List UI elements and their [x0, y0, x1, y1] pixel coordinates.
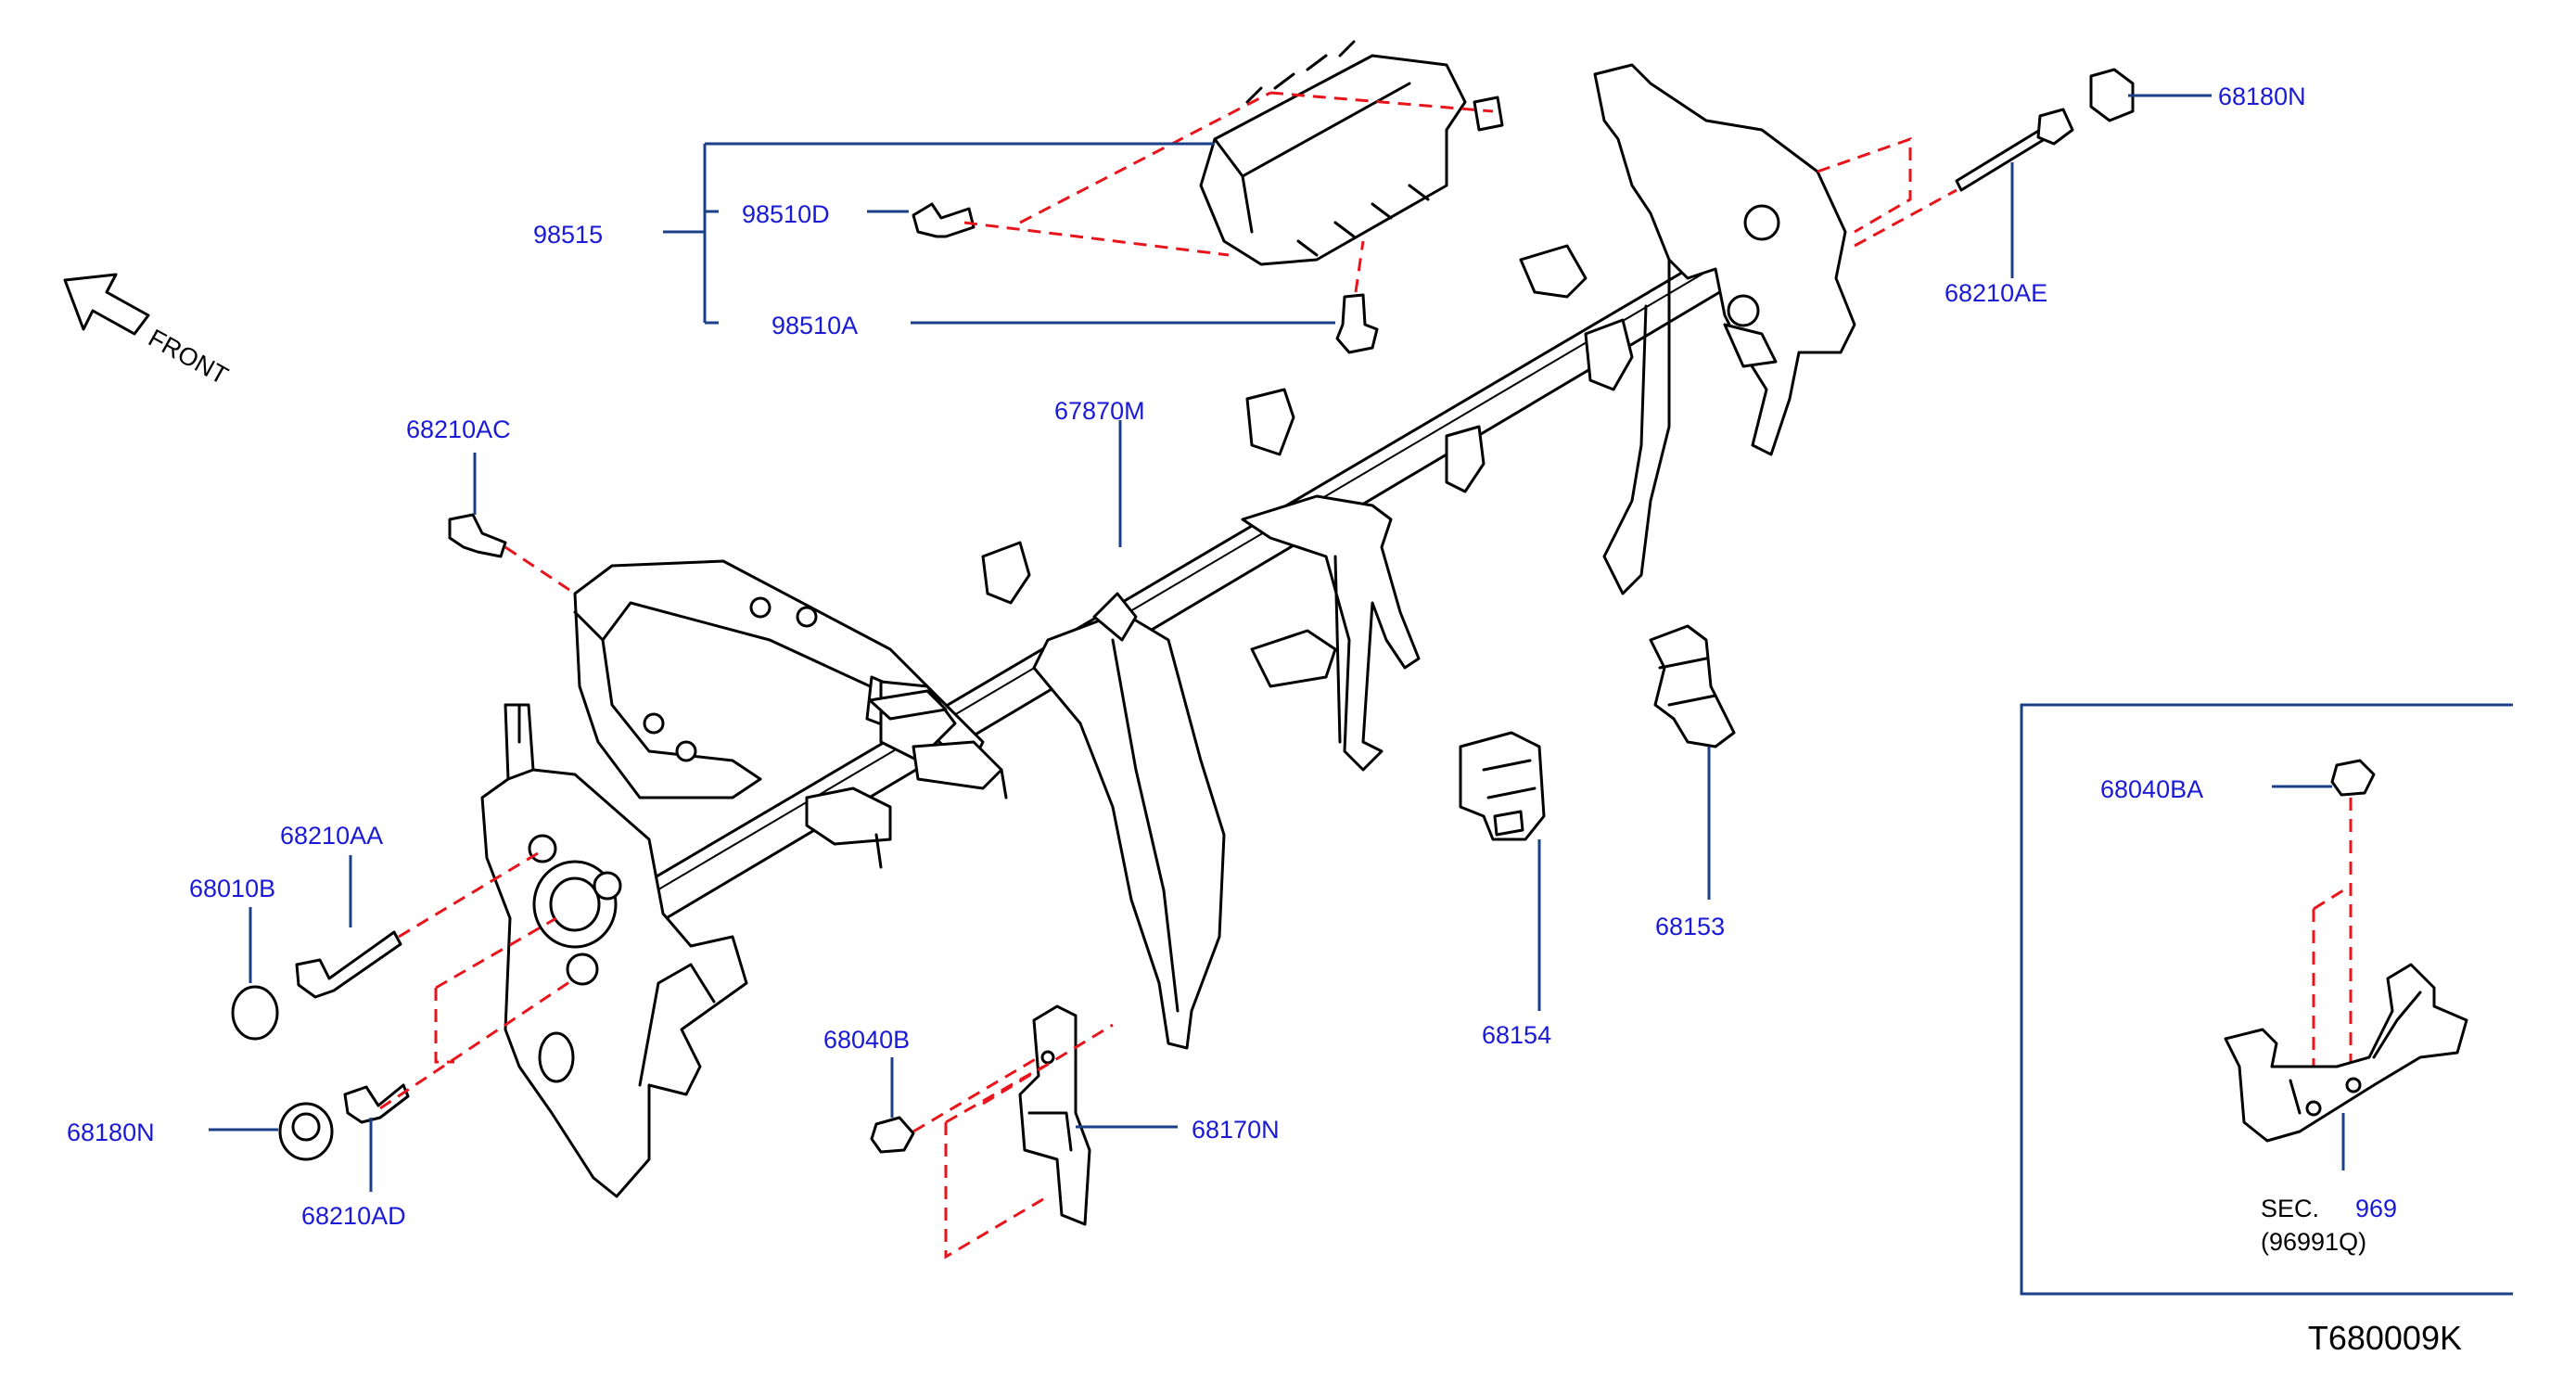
- right-center-stay: [1241, 494, 1421, 772]
- label-98510D[interactable]: 98510D: [742, 200, 830, 228]
- label-68210AE[interactable]: 68210AE: [1945, 279, 2047, 307]
- leader-lines: [209, 94, 2345, 1192]
- left-side-bracket: [480, 703, 748, 1198]
- label-68210AD[interactable]: 68210AD: [301, 1202, 406, 1230]
- label-68154[interactable]: 68154: [1482, 1021, 1551, 1049]
- bracket-68154: [1459, 731, 1546, 841]
- label-68210AC[interactable]: 68210AC: [406, 416, 511, 443]
- tube-tabs: [981, 244, 1634, 605]
- label-68180N-left[interactable]: 68180N: [67, 1119, 155, 1146]
- sec-part: (96991Q): [2261, 1228, 2366, 1256]
- fasteners: [231, 68, 2376, 1161]
- section-reference: SEC. 969 (96991Q): [2261, 1195, 2397, 1256]
- sec-prefix: SEC.: [2261, 1195, 2319, 1222]
- label-68010B[interactable]: 68010B: [189, 875, 275, 902]
- label-98515[interactable]: 98515: [533, 221, 603, 249]
- airbag-module: [1199, 40, 1504, 266]
- label-67870M[interactable]: 67870M: [1054, 397, 1145, 425]
- front-label: FRONT: [144, 324, 233, 390]
- label-68180N-top[interactable]: 68180N: [2218, 83, 2306, 110]
- inset-box: [2020, 703, 2513, 1296]
- right-bracket: [1593, 63, 1856, 595]
- sec-number[interactable]: 969: [2355, 1195, 2397, 1222]
- label-68040BA[interactable]: 68040BA: [2100, 775, 2203, 803]
- lower-center-brackets: [805, 689, 1008, 869]
- part-labels: 98515 98510D 98510A 68210AC 67870M 68210…: [67, 83, 2306, 1230]
- center-stay: [1018, 592, 1226, 1226]
- bracket-68153: [1649, 624, 1736, 748]
- label-68040B[interactable]: 68040B: [823, 1026, 910, 1054]
- label-68210AA[interactable]: 68210AA: [280, 822, 383, 850]
- front-arrow: FRONT: [63, 273, 233, 390]
- label-68170N[interactable]: 68170N: [1192, 1116, 1280, 1144]
- diagram-code: T680009K: [2308, 1319, 2462, 1357]
- label-98510A[interactable]: 98510A: [772, 312, 858, 339]
- label-68153[interactable]: 68153: [1655, 913, 1725, 940]
- install-dashes: [379, 91, 2353, 1260]
